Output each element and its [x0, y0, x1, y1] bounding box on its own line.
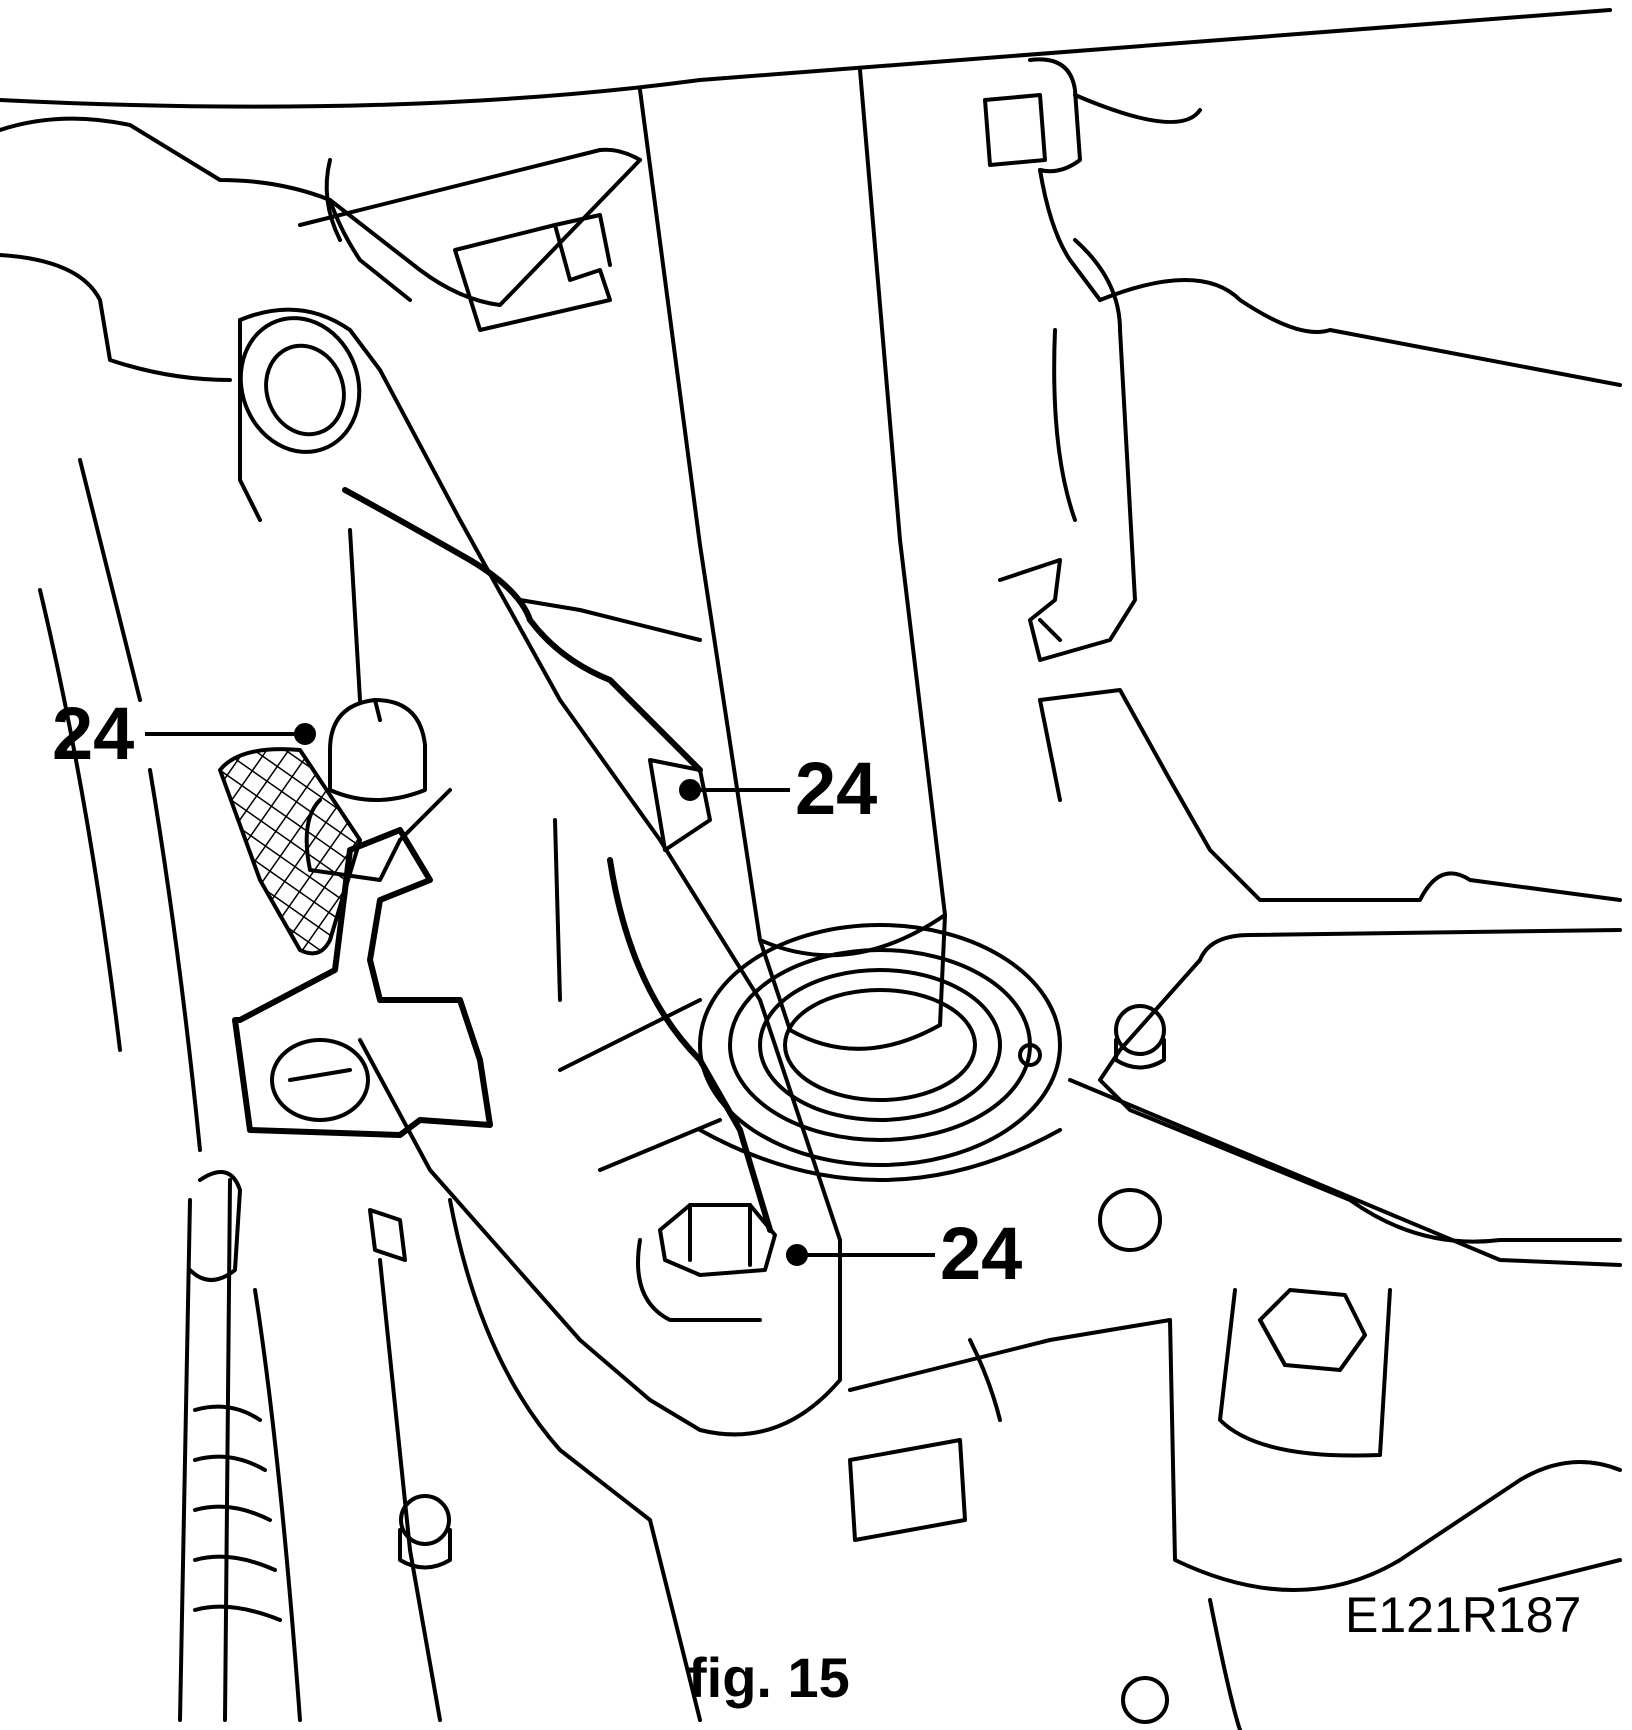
- frame-inner: [0, 253, 232, 382]
- figure-caption: fig. 15: [688, 1646, 850, 1709]
- center-lever-arm: [238, 307, 842, 1437]
- right-lower-plate: [1198, 928, 1622, 962]
- clamp-plate: [232, 827, 493, 1138]
- upper-right-bolt: [983, 93, 1047, 167]
- leader-dot-2: [679, 779, 701, 801]
- frame-outline: [0, 116, 642, 307]
- top-edge-line: [0, 8, 1612, 109]
- callout-label-2: 24: [795, 747, 878, 830]
- callout-label-3: 24: [940, 1212, 1023, 1295]
- lever-pivot-ring: [238, 316, 362, 454]
- right-small-bolt: [1114, 1004, 1166, 1056]
- hatched-handle: [218, 747, 362, 956]
- wire-harness: [342, 487, 703, 773]
- small-housing: [453, 223, 612, 332]
- lower-casing: [848, 1318, 1622, 1592]
- leader-dot-3: [786, 1244, 808, 1266]
- drive-shaft-left-edge: [638, 88, 762, 942]
- clamp-bolt-head: [270, 1038, 370, 1122]
- callout-label-1: 24: [52, 692, 135, 775]
- upper-lever-bolt: [328, 698, 427, 802]
- leader-dot-1: [294, 723, 316, 745]
- drive-shaft-right-edge: [858, 68, 947, 917]
- right-bracket: [1028, 238, 1137, 662]
- reference-code: E121R187: [1345, 1587, 1582, 1643]
- left-lower-shaft: [178, 1198, 192, 1722]
- seal-ring-outer: [698, 923, 1062, 1167]
- lower-lever-bolt: [658, 1203, 777, 1277]
